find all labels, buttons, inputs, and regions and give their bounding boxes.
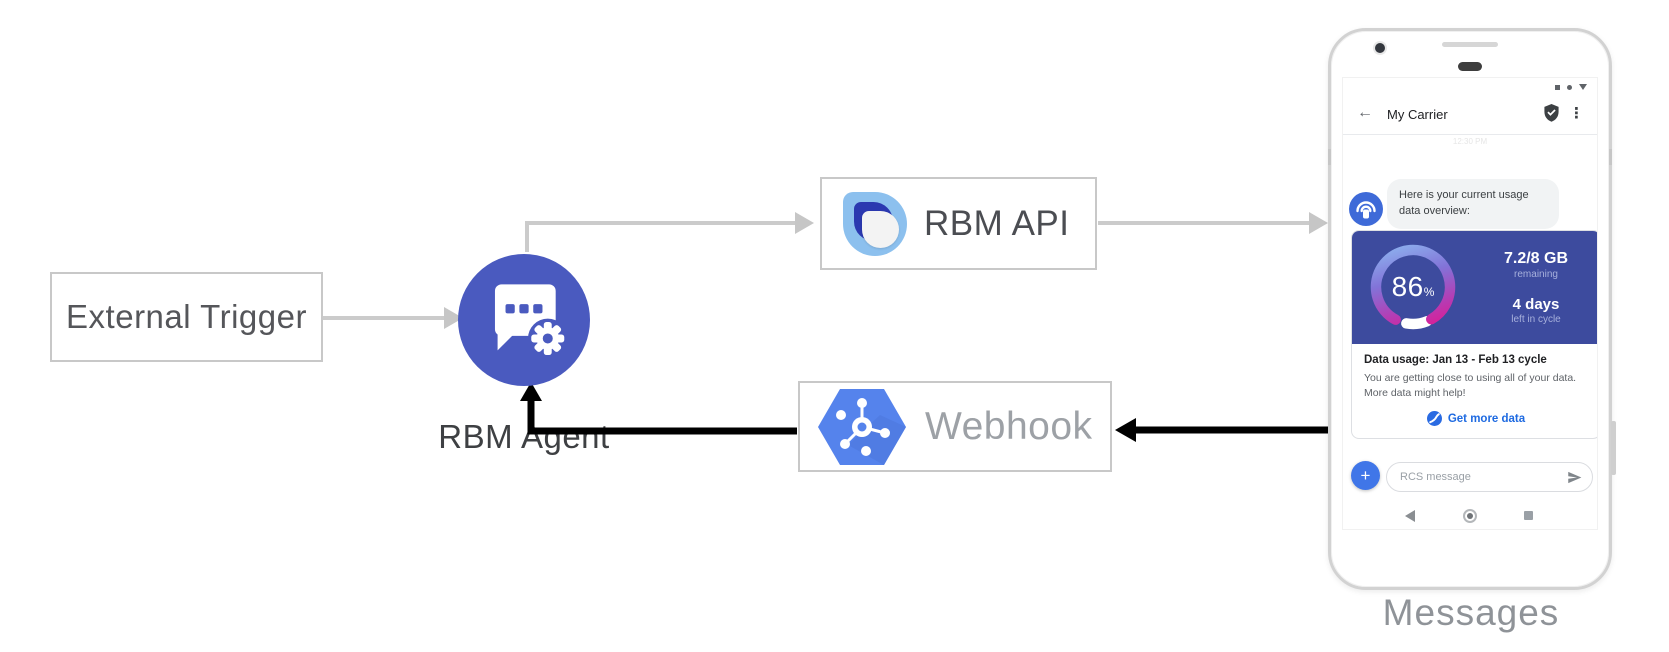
earpiece xyxy=(1458,62,1482,71)
arrowhead-api-to-phone xyxy=(1309,212,1328,234)
gear-icon xyxy=(527,318,568,359)
get-more-data-button[interactable]: Get more data xyxy=(1364,411,1588,427)
message-input-wrap xyxy=(1386,462,1593,492)
usage-gauge: 86 % xyxy=(1365,239,1461,335)
overflow-menu-icon[interactable]: ⋮ xyxy=(1569,105,1584,122)
arrowhead-webhook-to-agent xyxy=(520,382,542,401)
gauge-percent-unit: % xyxy=(1423,285,1435,299)
usage-card-header: 86 % 7.2/8 GB remaining 4 days left in c… xyxy=(1352,231,1597,344)
send-icon[interactable] xyxy=(1567,470,1582,485)
gauge-value: 86 % xyxy=(1365,239,1461,335)
chat-timestamp: 12:30 PM xyxy=(1452,137,1488,146)
verified-shield-icon xyxy=(1544,104,1559,122)
arrowhead-trigger-to-agent xyxy=(444,307,463,329)
rbm-api-label: RBM API xyxy=(924,203,1070,243)
remaining-value: 7.2/8 GB xyxy=(1503,250,1569,267)
external-trigger-node: External Trigger xyxy=(50,272,323,362)
status-square-icon xyxy=(1555,84,1560,90)
globe-icon xyxy=(1426,411,1442,427)
arrow-webhook-to-agent xyxy=(527,400,797,435)
webhook-label: Webhook xyxy=(925,404,1093,448)
chat-header: ← My Carrier ⋮ xyxy=(1343,98,1597,134)
arrowhead-agent-to-api xyxy=(795,212,814,234)
speaker-slot xyxy=(1442,42,1498,47)
nav-back-icon[interactable] xyxy=(1405,510,1415,522)
android-navbar xyxy=(1343,504,1597,528)
antenna-icon xyxy=(1356,201,1376,219)
phone-screen: ← My Carrier ⋮ 12:30 PM Here is your cur… xyxy=(1342,77,1598,530)
rbm-api-node: RBM API xyxy=(820,177,1097,270)
cycle-days-label: left in cycle xyxy=(1511,314,1561,325)
usage-card-body: Data usage: Jan 13 - Feb 13 cycle You ar… xyxy=(1352,344,1597,438)
get-more-data-label: Get more data xyxy=(1447,412,1526,425)
usage-card-text-line1: You are getting close to using all of yo… xyxy=(1364,372,1577,384)
remaining-label: remaining xyxy=(1514,269,1558,280)
power-button xyxy=(1611,421,1616,475)
rbm-agent-label: RBM Agent xyxy=(438,418,610,455)
frame-notch-right xyxy=(1609,149,1612,165)
messages-caption: Messages xyxy=(1382,592,1560,633)
nav-recents-icon[interactable] xyxy=(1524,511,1533,520)
bubble-text-line1: Here is your current usage xyxy=(1399,189,1529,201)
carrier-avatar xyxy=(1349,192,1383,226)
gauge-ring xyxy=(1370,244,1456,330)
status-bar-icons xyxy=(1555,84,1587,90)
arrowhead-phone-to-webhook xyxy=(1115,418,1136,442)
usage-summary: 7.2/8 GB remaining 4 days left in cycle xyxy=(1476,231,1596,344)
plus-icon: + xyxy=(1360,465,1371,485)
bubble-text-line2: data overview: xyxy=(1399,204,1470,217)
header-divider xyxy=(1343,134,1597,135)
webhook-hexagon-icon xyxy=(818,388,906,465)
usage-rich-card: 86 % 7.2/8 GB remaining 4 days left in c… xyxy=(1351,230,1597,440)
arrow-agent-to-api xyxy=(525,221,795,252)
webhook-node: Webhook xyxy=(798,381,1112,472)
rbm-logo-icon xyxy=(843,191,907,256)
gauge-percent: 86 xyxy=(1391,271,1424,302)
cycle-days-value: 4 days xyxy=(1512,296,1560,313)
back-arrow-icon[interactable]: ← xyxy=(1357,104,1373,121)
nav-home-icon[interactable] xyxy=(1463,509,1477,523)
status-triangle-icon xyxy=(1579,84,1587,90)
front-camera xyxy=(1375,43,1385,53)
usage-card-text-line2: More data might help! xyxy=(1364,387,1466,400)
phone-mockup: ← My Carrier ⋮ 12:30 PM Here is your cur… xyxy=(1328,28,1616,590)
chat-bubble: Here is your current usage data overview… xyxy=(1387,179,1559,229)
usage-card-title: Data usage: Jan 13 - Feb 13 cycle xyxy=(1364,354,1547,366)
status-circle-icon xyxy=(1567,84,1572,90)
nav-home-dot xyxy=(1467,513,1473,519)
external-trigger-label: External Trigger xyxy=(66,298,307,335)
chat-gear-icon xyxy=(494,284,568,359)
add-attachment-button[interactable]: + xyxy=(1351,461,1380,490)
frame-notch-left xyxy=(1328,149,1331,165)
rcs-message-input[interactable] xyxy=(1400,463,1560,491)
chat-title: My Carrier xyxy=(1387,107,1448,122)
rbm-agent-node xyxy=(458,254,590,386)
